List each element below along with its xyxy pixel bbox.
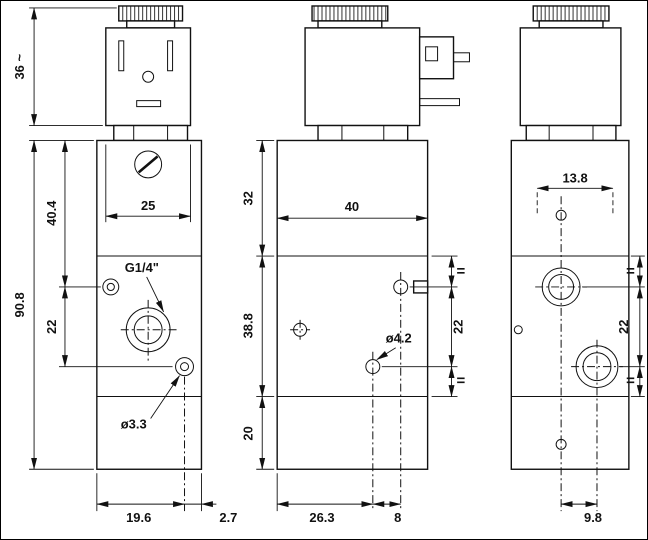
dim-label-side-bottom-right: 8: [394, 510, 401, 525]
label-small-hole: ø3.3: [121, 416, 147, 431]
side-coil: [304, 27, 421, 127]
back-body: [510, 139, 630, 470]
side-cap-collar: [317, 20, 383, 29]
dim-label-front-bottom-left: 19.6: [126, 510, 151, 525]
back-cap-collar: [538, 20, 604, 29]
front-coil-center-hole: [142, 70, 155, 83]
side-connector-block: [418, 36, 455, 80]
back-view: [510, 5, 630, 512]
dim-label-top-section: 32: [240, 191, 255, 205]
dim-label-coil-height: 36 ~: [12, 54, 27, 80]
front-coil-slot-left: [118, 40, 125, 72]
front-view: [96, 5, 203, 512]
side-connector-detail: [425, 46, 439, 62]
front-coil: [105, 27, 192, 127]
front-knurled-cap: [118, 5, 184, 22]
dim-label-top-to-port: 40.4: [44, 200, 59, 226]
dim-label-body-height: 90.8: [12, 292, 27, 317]
label-thread-g14: G1/4": [125, 260, 159, 275]
front-nut: [113, 124, 189, 142]
dim-label-front-bottom-right: 2.7: [219, 510, 237, 525]
leader-hole-diameter: [376, 347, 396, 361]
equal-mark-back-top: =: [626, 263, 635, 280]
back-knurled-cap: [532, 5, 610, 22]
side-lower-terminal: [419, 98, 460, 107]
leader-small-hole: [150, 375, 180, 419]
dim-label-mid-section: 38.8: [240, 313, 255, 338]
equal-mark-side-top: =: [457, 263, 466, 280]
equal-mark-side-bottom: =: [457, 373, 466, 390]
front-body: [96, 139, 203, 470]
dim-label-top-offset: 13.8: [562, 170, 587, 185]
back-left-hole: [513, 325, 523, 335]
side-view: [276, 5, 470, 512]
dim-label-back-port-spacing: 22: [616, 320, 631, 334]
dim-label-side-port-spacing: 22: [450, 320, 465, 334]
leader-thread: [146, 276, 164, 313]
dim-label-front-port-spacing: 22: [44, 320, 59, 334]
dim-label-body-width: 40: [345, 199, 359, 214]
back-bottom-hole: [555, 438, 567, 450]
back-dimensions: 13.8 = 22 = 9.8: [536, 170, 645, 525]
front-dimensions: 36 ~ 90.8 40.4 22 25 G1/4" ø3.3 19.6 2.7: [12, 7, 237, 525]
dim-label-back-bottom-offset: 9.8: [584, 510, 602, 525]
side-dimensions: 40 32 38.8 20 = 22 = ø4.2 26.3 8: [240, 139, 466, 525]
dim-label-bottom-section: 20: [240, 426, 255, 440]
front-upper-hole: [102, 278, 120, 296]
back-nut: [525, 124, 617, 142]
side-spade-terminal: [453, 52, 470, 63]
equal-mark-back-bottom: =: [626, 373, 635, 390]
front-screw-slot: [137, 155, 159, 174]
front-cap-collar: [126, 20, 176, 29]
side-body: [276, 139, 429, 470]
front-coil-slot-right: [167, 40, 174, 72]
back-top-hole: [555, 209, 567, 221]
side-knurled-cap: [311, 5, 389, 22]
dim-label-coil-width: 25: [141, 198, 155, 213]
back-coil: [519, 27, 622, 127]
label-hole-diameter: ø4.2: [386, 331, 412, 346]
front-screw-head: [134, 150, 163, 179]
front-small-hole: [175, 357, 194, 377]
front-coil-bottom-slot: [136, 100, 162, 108]
side-nut: [317, 124, 409, 142]
dim-label-side-bottom-left: 26.3: [309, 510, 334, 525]
